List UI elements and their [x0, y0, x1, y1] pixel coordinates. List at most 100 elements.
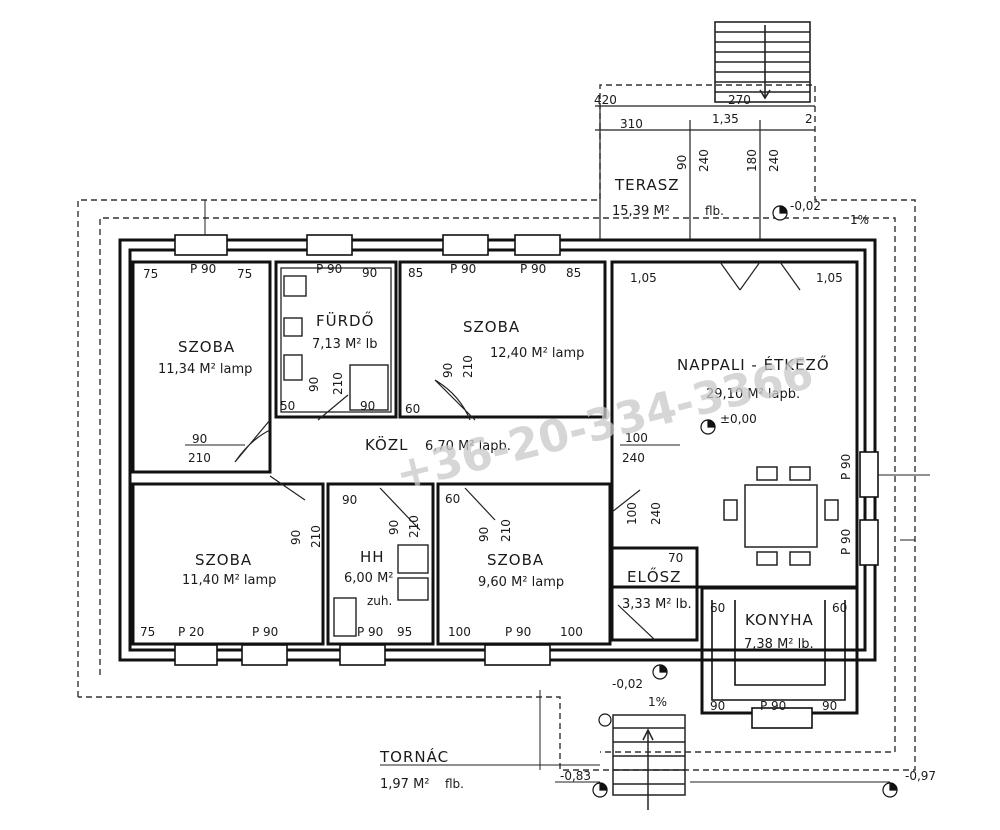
dim-90-i: 90: [477, 527, 491, 542]
elosz-name: ELŐSZ: [627, 566, 681, 586]
dim-100-a: 100: [625, 431, 648, 445]
dim-90-c: 90: [192, 432, 207, 446]
furdo-area: 7,13 M² lb: [312, 337, 378, 352]
hh-name: HH: [360, 548, 385, 566]
dim-210-e: 210: [407, 515, 421, 538]
terasz-floor: flb.: [705, 204, 724, 218]
top-stairs: [714, 21, 811, 103]
dim-105-a: 1,05: [630, 271, 657, 285]
p90-e: P 90: [252, 625, 278, 639]
kozl-area: 6,70 M² lapb.: [425, 439, 511, 454]
szoba3-area: 11,40 M² lamp: [182, 573, 276, 588]
slope-terasz: 1%: [850, 213, 869, 227]
nappali-level: ±0,00: [720, 412, 757, 426]
dim-90-h: 90: [387, 520, 401, 535]
nappali-area: 29,10 M² lapb.: [706, 387, 800, 402]
dim-90-k: 90: [822, 699, 837, 713]
dim-420: 420: [594, 93, 617, 107]
terasz-name: TERASZ: [614, 176, 680, 194]
p90-h: P 90: [760, 699, 786, 713]
dim-210-a: 210: [188, 451, 211, 465]
dim-95: 95: [397, 625, 412, 639]
elosz-area: 3,33 M² lb.: [622, 597, 692, 612]
dim-90-g: 90: [342, 493, 357, 507]
level-terasz: -0,02: [790, 199, 821, 213]
dashed-boundaries: [77, 84, 916, 771]
szoba4-name: SZOBA: [487, 551, 544, 569]
level-front: -0,02: [612, 677, 643, 691]
dim-60-a: 60: [405, 402, 420, 416]
p90-c: P 90: [450, 262, 476, 276]
dim-90-d: 90: [307, 377, 321, 392]
p90-d: P 90: [520, 262, 546, 276]
bathroom-fixtures: [283, 275, 429, 637]
dim-90-top: 90: [675, 155, 689, 170]
dim-60-b: 60: [445, 492, 460, 506]
dim-75-a: 75: [143, 267, 158, 281]
p20-a: P 20: [178, 625, 204, 639]
dim-240-a: 240: [622, 451, 645, 465]
dim-90-f: 90: [289, 530, 303, 545]
dim-60-c: 60: [710, 601, 725, 615]
dim-310: 310: [620, 117, 643, 131]
dim-2: 2: [805, 112, 813, 126]
furdo-name: FÜRDŐ: [316, 310, 374, 330]
kozl-name: KÖZL: [365, 435, 408, 454]
leader-lines: [185, 200, 930, 783]
dim-210-f: 210: [499, 519, 513, 542]
p90-f: P 90: [357, 625, 383, 639]
p90-right-a: P 90: [839, 454, 853, 480]
kitchen-counter: [711, 600, 846, 701]
dim-210-c: 210: [461, 355, 475, 378]
konyha-area: 7,38 M² lb.: [744, 637, 814, 652]
level-right: -0,97: [905, 769, 936, 783]
dim-240-top-a: 240: [697, 149, 711, 172]
tornac-name: TORNÁC: [379, 747, 449, 766]
dim-240-b: 240: [649, 502, 663, 525]
level-tornac: -0,83: [560, 769, 591, 783]
interior-walls: [131, 260, 859, 715]
level-markers: [592, 205, 898, 798]
dim-90-e: 90: [441, 363, 455, 378]
dining-table: [723, 466, 839, 566]
p90-a: P 90: [190, 262, 216, 276]
dim-75-c: 75: [140, 625, 155, 639]
tornac-floor: flb.: [445, 777, 464, 791]
p90-b: P 90: [316, 262, 342, 276]
dim-70: 70: [668, 551, 683, 565]
szoba3-name: SZOBA: [195, 551, 252, 569]
dim-210-b: 210: [331, 372, 345, 395]
front-stairs: [612, 714, 686, 810]
windows: [174, 234, 879, 729]
dim-180-top: 180: [745, 149, 759, 172]
dim-85-a: 85: [408, 266, 423, 280]
dim-75-b: 75: [237, 267, 252, 281]
dim-100-d: 100: [560, 625, 583, 639]
dim-90-b: 90: [360, 399, 375, 413]
door-swings: [234, 261, 801, 641]
terasz-area: 15,39 M²: [612, 204, 670, 219]
dim-85-b: 85: [566, 266, 581, 280]
dim-240-top-b: 240: [767, 149, 781, 172]
szoba2-name: SZOBA: [463, 318, 520, 336]
dim-90-j: 90: [710, 699, 725, 713]
hh-area: 6,00 M²: [344, 571, 394, 586]
dim-270: 270: [728, 93, 751, 107]
konyha-name: KONYHA: [745, 611, 814, 629]
dim-135: 1,35: [712, 112, 739, 126]
dim-50: 50: [280, 399, 295, 413]
tornac-area: 1,97 M²: [380, 777, 430, 792]
slope-front: 1%: [648, 695, 667, 709]
p90-g: P 90: [505, 625, 531, 639]
szoba4-area: 9,60 M² lamp: [478, 575, 564, 590]
hh-shower: zuh.: [367, 594, 392, 608]
dim-100-c: 100: [448, 625, 471, 639]
dim-210-d: 210: [309, 525, 323, 548]
szoba1-area: 11,34 M² lamp: [158, 362, 252, 377]
p90-right-b: P 90: [839, 529, 853, 555]
szoba1-name: SZOBA: [178, 338, 235, 356]
dim-60-d: 60: [832, 601, 847, 615]
dim-100-b: 100: [625, 502, 639, 525]
top-dimension-lines: [595, 105, 815, 240]
